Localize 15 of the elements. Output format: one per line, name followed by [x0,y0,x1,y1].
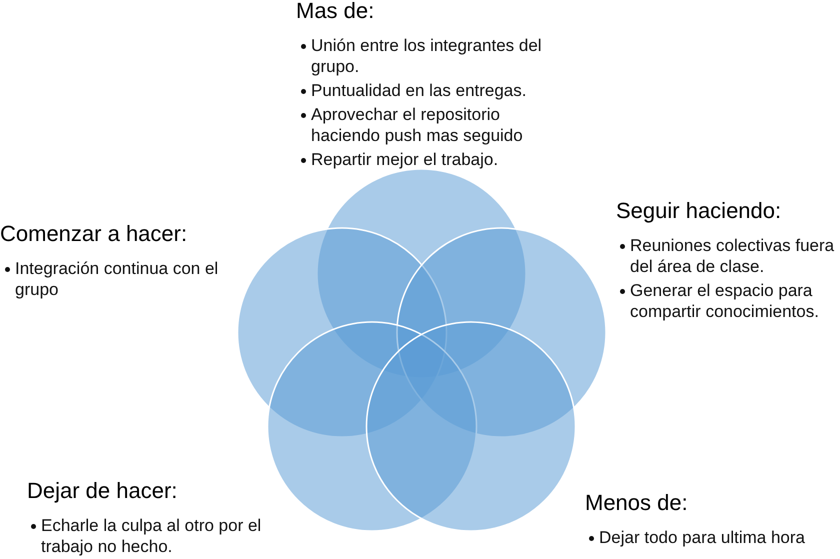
bullet-text: Reuniones colectivas fuera del área de clase. [630,235,836,277]
bullet-text: Aprovechar el repositorio haciendo push mas seguido [311,104,524,146]
section-heading: Menos de: [585,492,688,514]
bullet-text: Puntualidad en las entregas. [311,80,526,101]
section-heading: Comenzar a hacer: [0,223,188,245]
bullet-text: Integración continua con el grupo [15,258,220,300]
section-heading: Seguir haciendo: [616,200,782,222]
bullet-text: Echarle la culpa al otro por el trabajo no hecho. [41,515,262,557]
section-heading: Mas de: [296,0,374,22]
venn-circle [366,321,576,532]
bullet-text: Unión entre los integrantes del grupo. [311,35,543,77]
bullet-text: Dejar todo para ultima hora [599,527,806,548]
bullet-text: Repartir mejor el trabajo. [311,149,498,170]
section-heading: Dejar de hacer: [27,480,178,502]
bullet-text: Generar el espacio para compartir conocimientos. [630,280,820,322]
